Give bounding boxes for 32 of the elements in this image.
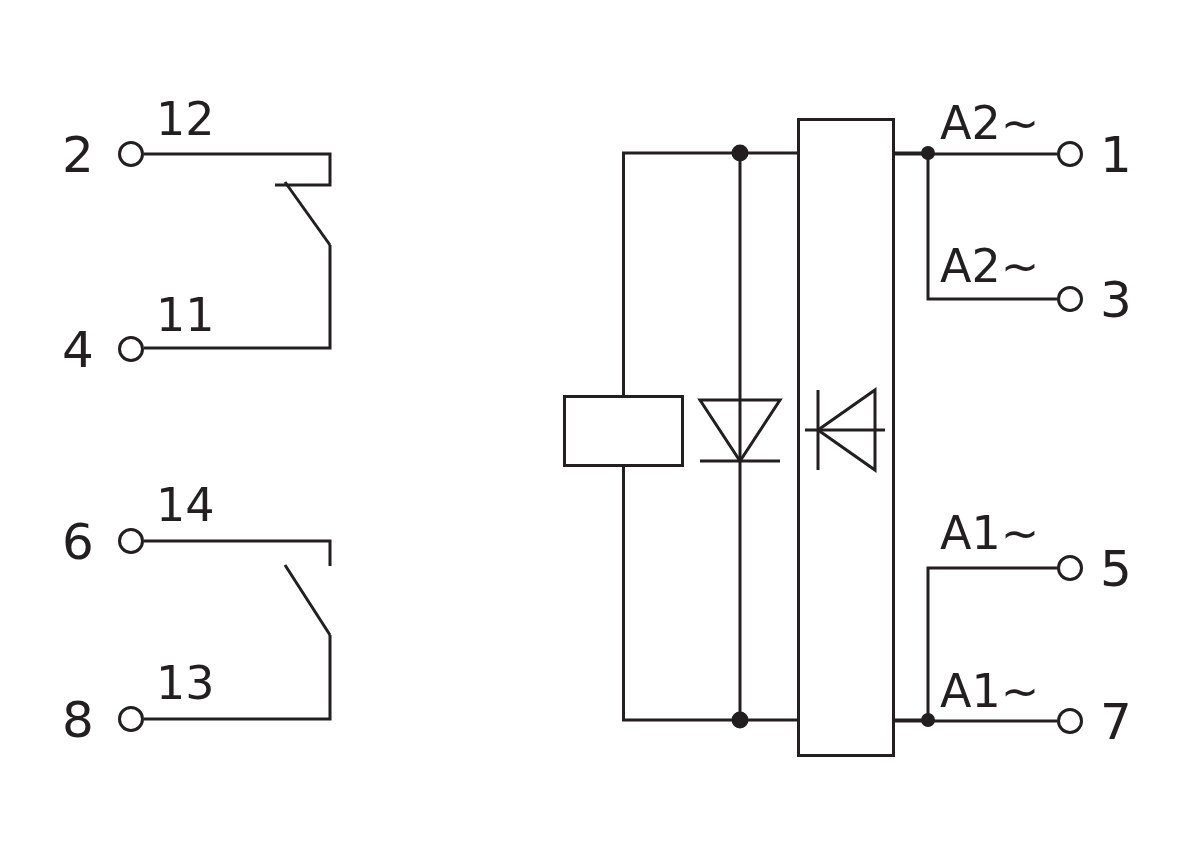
wire-label: 12: [156, 96, 215, 142]
terminal-circle: [1057, 141, 1083, 167]
wire: [895, 151, 1057, 301]
terminal-number: 1: [1100, 130, 1132, 180]
terminal-circle: [118, 528, 144, 554]
wire-label: 13: [156, 660, 215, 706]
terminal-number: 3: [1100, 275, 1132, 325]
terminal-circle: [1057, 286, 1083, 312]
terminal-number: 6: [62, 517, 94, 567]
terminal-circle: [118, 706, 144, 732]
terminal-circle: [1057, 555, 1083, 581]
terminal-number: 4: [62, 325, 94, 375]
wire-label: A2~: [940, 243, 1040, 289]
terminal-circle: [1057, 708, 1083, 734]
terminal-number: 7: [1100, 697, 1132, 747]
wire: [895, 566, 1057, 722]
wire-label: A2~: [940, 100, 1040, 146]
wire-label: 14: [156, 482, 215, 528]
terminal-number: 5: [1100, 544, 1132, 594]
wire-label: A1~: [940, 510, 1040, 556]
terminal-number: 8: [62, 695, 94, 745]
wire: [622, 467, 797, 722]
terminal-number: 2: [62, 130, 94, 180]
wire: [895, 152, 1057, 156]
terminal-circle: [118, 336, 144, 362]
module-block: [797, 118, 895, 757]
wire-label: A1~: [940, 668, 1040, 714]
wire: [622, 151, 797, 395]
relay-coil-box: [563, 395, 684, 467]
wire: [895, 719, 1057, 723]
terminal-circle: [118, 141, 144, 167]
wire-label: 11: [156, 292, 215, 338]
